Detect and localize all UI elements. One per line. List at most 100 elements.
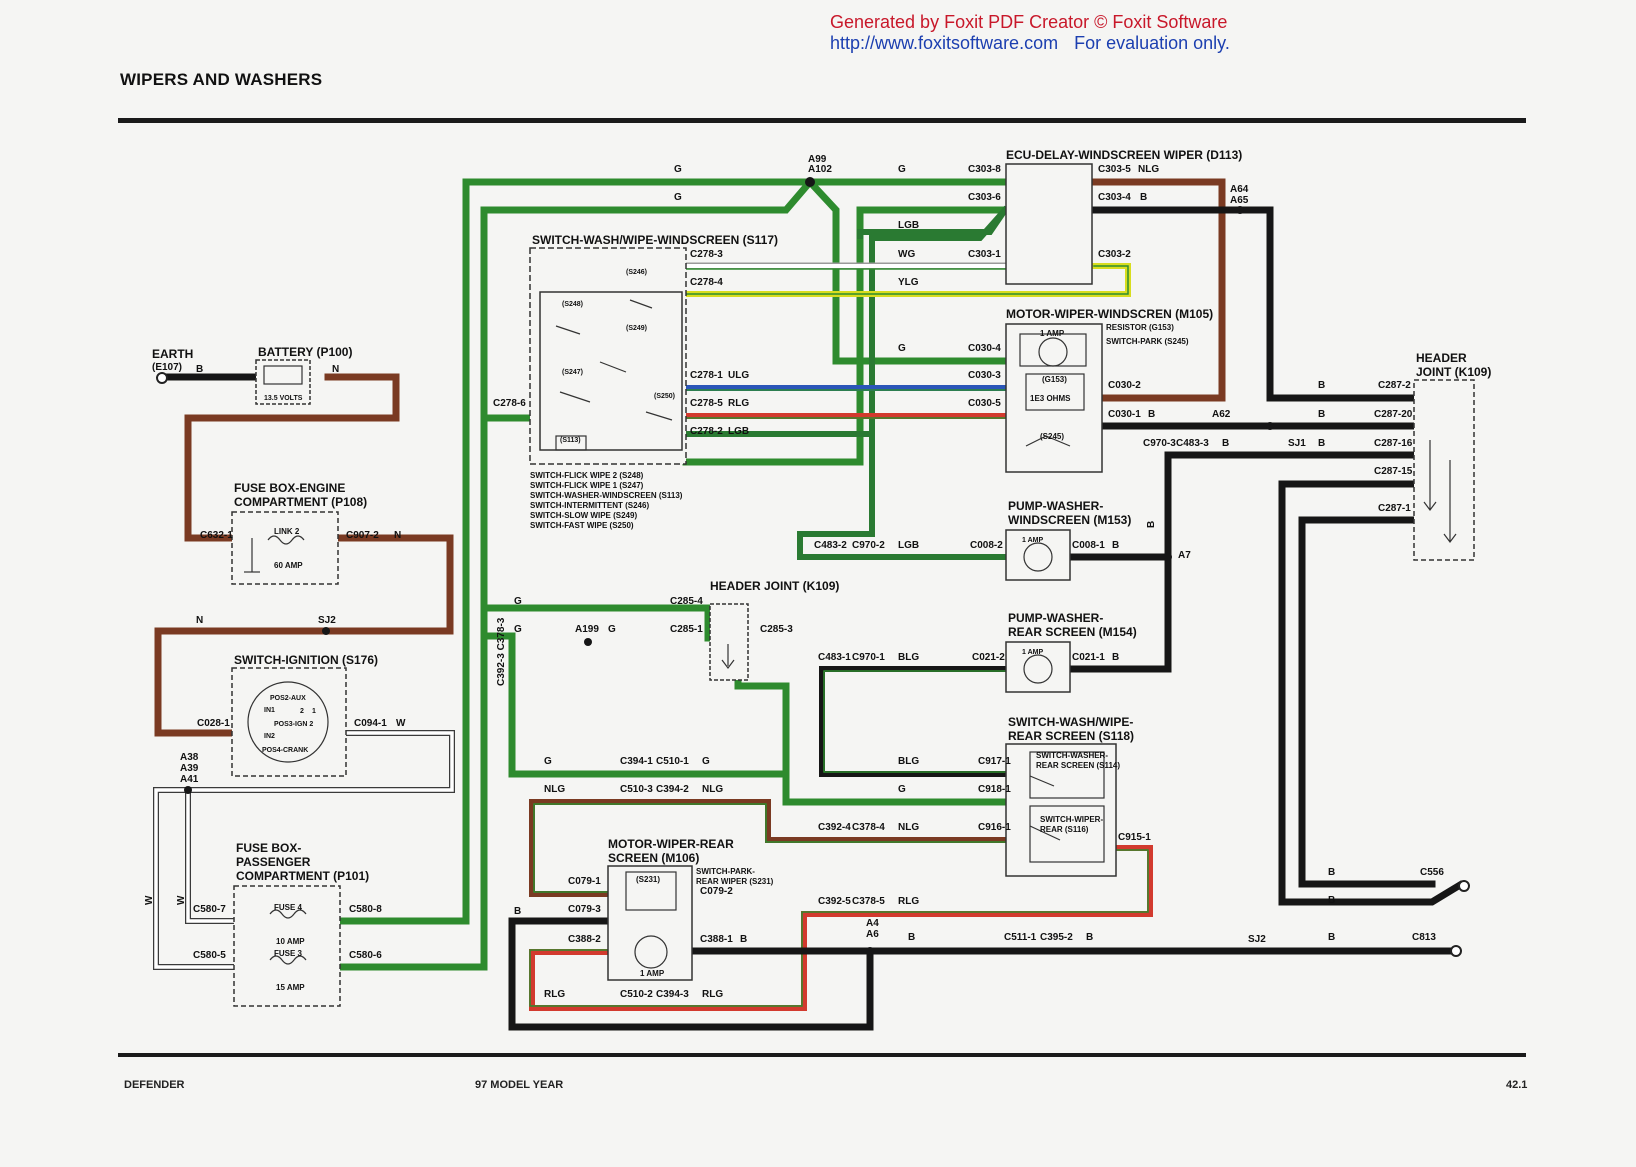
wire-label: RLG: [898, 896, 919, 907]
fuse3-amp: 15 AMP: [276, 983, 305, 992]
s117-sub-s246: (S246): [626, 269, 647, 276]
wire-label-vertical: B: [1146, 521, 1157, 528]
wire-label: C303-4: [1098, 192, 1131, 203]
wire-label: C008-2: [970, 540, 1003, 551]
wire-label: C287-2: [1378, 380, 1411, 391]
wire-label: B: [1318, 438, 1325, 449]
wire-label: C970-2: [852, 540, 885, 551]
wire-label: C970-1: [852, 652, 885, 663]
s117-legend-4: SWITCH-INTERMITTENT (S246): [530, 501, 649, 510]
s118-sub2-1: SWITCH-WIPER-: [1040, 815, 1103, 824]
wire-label: B: [1328, 895, 1335, 906]
battery-box: [255, 359, 311, 405]
wire-label: A6: [866, 929, 879, 940]
wire-label: C278-6: [493, 398, 526, 409]
wire-label: C915-1: [1118, 832, 1151, 843]
header-joint-k109-b: [1413, 379, 1475, 561]
wire-label: C510-3: [620, 784, 653, 795]
s117-legend-5: SWITCH-SLOW WIPE (S249): [530, 511, 637, 520]
s118-title-2: REAR SCREEN (S118): [1008, 729, 1134, 743]
wire-label: RLG: [702, 989, 723, 1000]
wire-label: C388-2: [568, 934, 601, 945]
wire-label: LGB: [898, 220, 919, 231]
m106-title-2: SCREEN (M106): [608, 851, 699, 865]
wire-label: B: [1086, 932, 1093, 943]
wire-label: C580-6: [349, 950, 382, 961]
wire-label: A99: [808, 154, 827, 165]
wire-label: C483-2: [814, 540, 847, 551]
fuse-pass-title-3: COMPARTMENT (P101): [236, 869, 369, 883]
wire-label: C483-1: [818, 652, 851, 663]
wire-label: G: [514, 624, 522, 635]
wire-label: C030-1: [1108, 409, 1141, 420]
wire-label: B: [1318, 380, 1325, 391]
wire-label: G: [898, 343, 906, 354]
c813-terminal: [1450, 945, 1462, 957]
s117-legend-2: SWITCH-FLICK WIPE 1 (S247): [530, 481, 644, 490]
wire-label: C285-1: [670, 624, 703, 635]
wire-label: C813: [1412, 932, 1436, 943]
wire-label: C278-3: [690, 249, 723, 260]
wire-label: RLG: [544, 989, 565, 1000]
m106-amp: 1 AMP: [640, 969, 665, 978]
wire-label: C303-2: [1098, 249, 1131, 260]
footer-right: 42.1: [1506, 1079, 1528, 1091]
wire-label: G: [514, 596, 522, 607]
pump-m154-box: [1005, 641, 1071, 693]
wire-label: NLG: [702, 784, 723, 795]
wire-label: A7: [1178, 550, 1191, 561]
ignition-pos3: POS3-IGN 2: [274, 721, 313, 728]
wire-label: A41: [180, 774, 199, 785]
wire-label: LGB: [898, 540, 919, 551]
wire-label: N: [332, 364, 339, 375]
wire-label: A4: [866, 918, 879, 929]
wire-label: B: [1148, 409, 1155, 420]
wire-label: LGB: [728, 426, 749, 437]
footer-center: 97 MODEL YEAR: [475, 1079, 564, 1091]
wire-label: B: [514, 906, 521, 917]
wire-label: C632-1: [200, 530, 233, 541]
fuse4-label: FUSE 4: [274, 903, 303, 912]
wire-label: C287-15: [1374, 466, 1413, 477]
ignition-title: SWITCH-IGNITION (S176): [234, 653, 378, 667]
wire-label: C580-7: [193, 904, 226, 915]
wire-label: G: [898, 164, 906, 175]
wire-label: C079-2: [700, 886, 733, 897]
watermark-url[interactable]: http://www.foxitsoftware.com: [830, 33, 1059, 53]
wire-label: NLG: [898, 822, 919, 833]
wire-label: G: [608, 624, 616, 635]
ignition-box: [231, 667, 347, 777]
wire-label: C278-2: [690, 426, 723, 437]
footer-left: DEFENDER: [124, 1079, 185, 1091]
wire-label: C970-3: [1143, 438, 1176, 449]
wire-label: G: [898, 784, 906, 795]
wire-label: C510-1: [656, 756, 689, 767]
s117-legend-3: SWITCH-WASHER-WINDSCREEN (S113): [530, 491, 683, 500]
wire-label-vertical: W: [144, 895, 155, 905]
wire-label: C030-5: [968, 398, 1001, 409]
wire-label: G: [544, 756, 552, 767]
battery-volts: 13.5 VOLTS: [264, 395, 303, 402]
wire-label: C278-1: [690, 370, 723, 381]
ignition-in1: IN1: [264, 707, 275, 714]
battery-title: BATTERY (P100): [258, 345, 352, 359]
wire-rlg: [529, 413, 1153, 1011]
m154-amp: 1 AMP: [1022, 649, 1043, 656]
wire-label: G: [674, 192, 682, 203]
ecu-title: ECU-DELAY-WINDSCREEN WIPER (D113): [1006, 148, 1242, 162]
c556-terminal: [1458, 880, 1470, 892]
wire-label: C394-2: [656, 784, 689, 795]
wire-label: C388-1: [700, 934, 733, 945]
wire-label: NLG: [1138, 164, 1159, 175]
fuse-engine-link: LINK 2: [274, 527, 300, 536]
switch-s117-box: [529, 247, 687, 465]
m105-s245: (S245): [1040, 432, 1064, 441]
wire-label: B: [1112, 652, 1119, 663]
wire-label: N: [196, 615, 203, 626]
m106-title-1: MOTOR-WIPER-REAR: [608, 837, 734, 851]
fuse3-label: FUSE 3: [274, 949, 303, 958]
wire-label: C378-4: [852, 822, 885, 833]
fuse-passenger-box: [233, 885, 341, 1007]
wire-label: RLG: [728, 398, 749, 409]
